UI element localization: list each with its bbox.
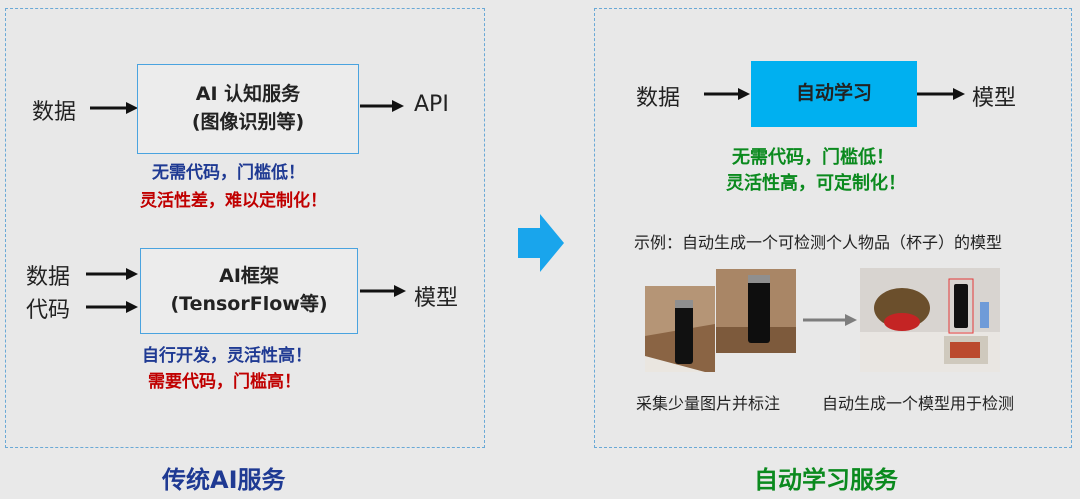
row2-input-data-label: 数据 [26, 265, 71, 290]
auto-learning-box-label: 自动学习 [795, 82, 872, 105]
example-caption: 示例：自动生成一个可检测个人物品（杯子）的模型 [634, 233, 1003, 252]
auto-input-label: 数据 [636, 86, 681, 111]
collect-images-caption: 采集少量图片并标注 [636, 394, 781, 413]
ai-cognitive-service-box: AI 认知服务 (图像识别等) [137, 64, 359, 154]
row2-input-code-label: 代码 [26, 298, 71, 323]
labeled-cup-photo-2 [716, 269, 796, 353]
labeled-cup-photo-1 [645, 286, 715, 372]
row1-input-label: 数据 [32, 100, 77, 125]
right-arrow-icon [518, 214, 564, 272]
ai-framework-title: AI框架 [219, 265, 279, 288]
row1-output-arrow [360, 100, 404, 112]
row2-input-arrow-bottom [86, 301, 138, 313]
row2-output-label: 模型 [414, 286, 459, 311]
ai-framework-box: AI框架 (TensorFlow等) [140, 248, 358, 334]
auto-output-arrow [917, 88, 965, 100]
auto-note-1: 无需代码，门槛低！ [732, 147, 894, 168]
auto-output-label: 模型 [972, 86, 1017, 111]
traditional-ai-title: 传统AI服务 [162, 466, 286, 494]
row1-input-arrow [90, 102, 138, 114]
row2-output-arrow [360, 285, 406, 297]
auto-learning-box: 自动学习 [751, 61, 917, 127]
generate-model-caption: 自动生成一个模型用于检测 [822, 394, 1015, 413]
auto-learning-title: 自动学习服务 [754, 466, 898, 494]
detection-result-photo [860, 268, 1000, 372]
row1-note-red: 灵活性差，难以定制化！ [140, 191, 327, 211]
ai-cognitive-service-subtitle: (图像识别等) [191, 111, 305, 133]
ai-cognitive-service-title: AI 认知服务 [195, 83, 301, 106]
row2-input-arrow-top [86, 268, 138, 280]
auto-input-arrow [704, 88, 750, 100]
row2-note-red: 需要代码，门槛高！ [148, 372, 301, 392]
process-arrow [803, 314, 857, 326]
row2-note-blue: 自行开发，灵活性高！ [142, 346, 312, 366]
ai-framework-subtitle: (TensorFlow等) [170, 293, 328, 315]
row1-note-blue: 无需代码，门槛低！ [152, 163, 305, 183]
row1-output-label: API [414, 92, 449, 117]
auto-note-2: 灵活性高，可定制化！ [726, 173, 906, 194]
